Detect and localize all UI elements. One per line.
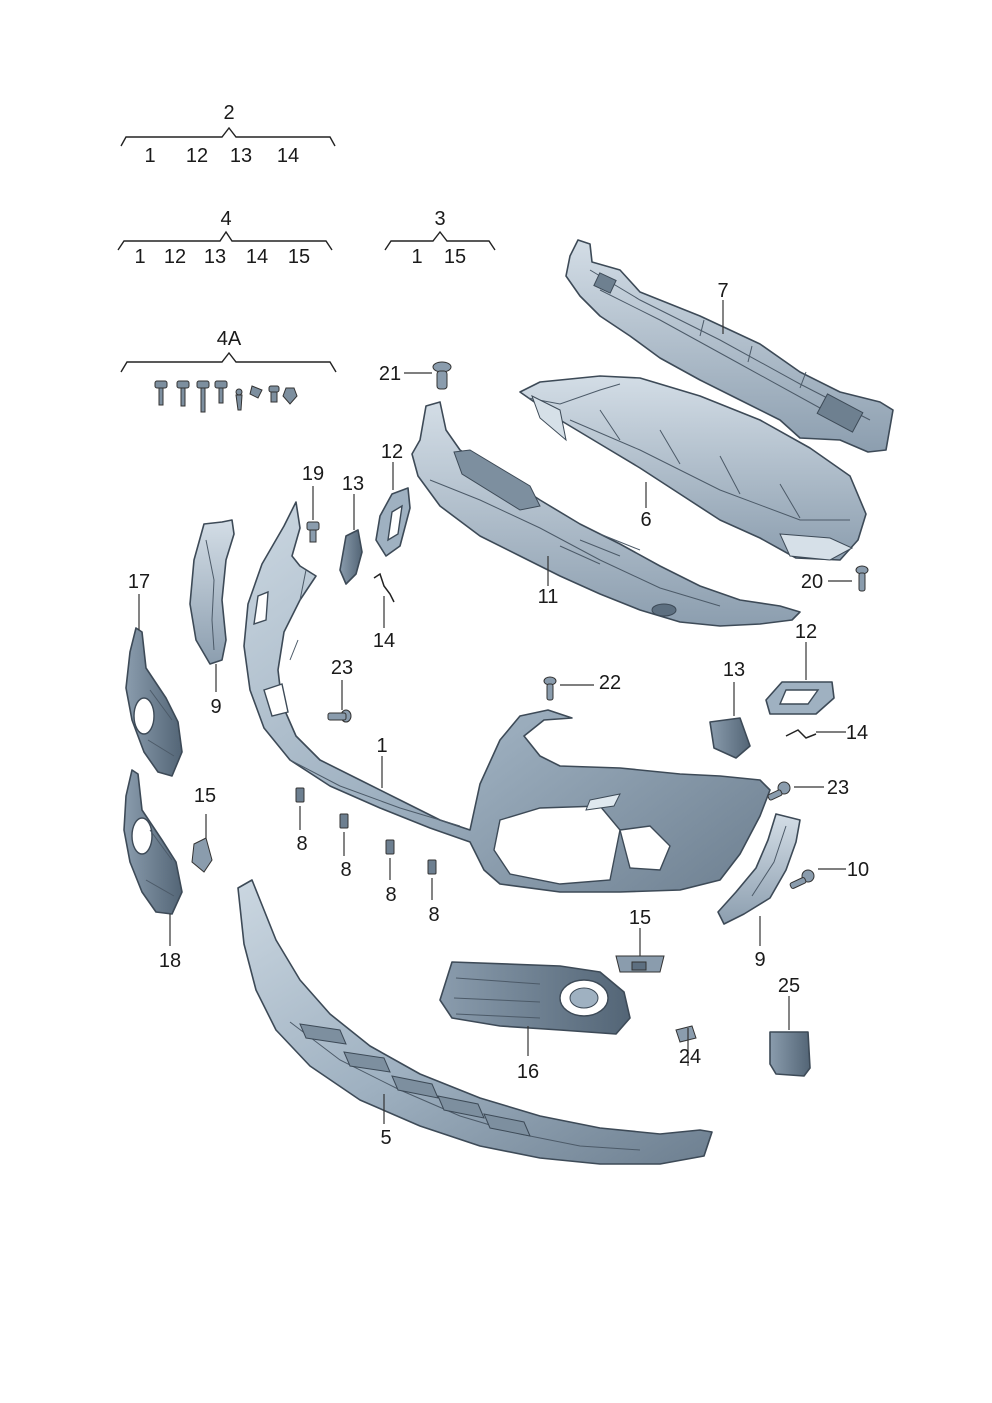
kit-group-2-brace [120,126,336,147]
part-25-pouch [769,1031,811,1077]
callout-11: 11 [538,586,559,608]
callout-6: 6 [640,509,651,531]
callout-12a: 12 [381,441,403,463]
kit-group-3-title: 3 [434,208,445,230]
callout-9a: 9 [210,696,221,718]
callout-16: 16 [517,1061,539,1083]
kit-group-2-item: 1 [144,145,155,167]
callout-18: 18 [159,950,181,972]
part-7-impact-absorber [565,239,894,453]
callout-8a: 8 [296,833,307,855]
callout-14a: 14 [373,630,395,652]
callout-13b: 13 [723,659,745,681]
kit-group-2-item: 13 [230,145,252,167]
part-12-plate-right [765,681,835,715]
callout-12b: 12 [795,621,817,643]
part-14-clip-left [373,572,395,603]
callout-10: 10 [847,859,869,881]
part-22-bolt [543,676,557,701]
part-16-fog-grille [439,961,631,1035]
kit-group-4-title: 4 [220,208,231,230]
callout-24: 24 [679,1046,701,1068]
callout-1: 1 [376,735,387,757]
callout-20: 20 [801,571,823,593]
callout-8d: 8 [428,904,439,926]
callout-23a: 23 [331,657,353,679]
part-18-grille-left-lower [123,769,183,915]
callout-19: 19 [302,463,324,485]
kit-group-4-brace [117,230,333,251]
callout-7: 7 [717,280,728,302]
part-13-cap-right [709,717,751,759]
part-10-bolt [789,869,815,889]
kit-group-4-item: 13 [204,246,226,268]
callout-15a: 15 [194,785,216,807]
callout-17: 17 [128,571,150,593]
callout-15b: 15 [629,907,651,929]
callout-21: 21 [379,363,401,385]
callout-14b: 14 [846,722,868,744]
kit-group-4: 4 1 12 13 14 15 [117,208,333,268]
kit-group-4a: 4A [120,328,337,413]
kit-group-2-item: 12 [186,145,208,167]
callout-8b: 8 [340,859,351,881]
kit-group-2-title: 2 [223,102,234,124]
callout-5: 5 [380,1127,391,1149]
part-9-bracket-right [717,813,801,925]
part-20-bolt [855,565,869,592]
part-11-upper-cover [411,401,801,627]
kit-group-4-item: 14 [246,246,268,268]
part-1-bumper-cover [243,501,771,893]
part-17-grille-left [125,627,183,777]
part-13-cap-left [339,529,363,585]
kit-group-3-brace [384,230,496,251]
callout-9b: 9 [754,949,765,971]
kit-group-4a-title: 4A [217,328,242,350]
part-15-clip-left [191,837,213,873]
kit-group-4a-brace [120,351,337,373]
part-9-bracket-left [189,519,235,665]
kit-group-2: 2 1 12 13 14 [120,102,336,167]
part-23-bolt-right [767,781,791,801]
callout-23b: 23 [827,777,849,799]
kit-group-4-item: 15 [288,246,310,268]
kit-group-4-item: 1 [134,246,145,268]
part-8-clips [295,787,437,875]
callout-13a: 13 [342,473,364,495]
kit-group-3-item: 15 [444,246,466,268]
kit-group-3-item: 1 [411,246,422,268]
callout-8c: 8 [385,884,396,906]
kit-group-2-item: 14 [277,145,299,167]
kit-group-4-item: 12 [164,246,186,268]
kit-group-3: 3 1 15 [384,208,496,268]
part-6-under-tray [519,375,867,561]
part-24-nut [675,1025,697,1043]
part-21-screw [432,361,452,390]
part-12-plate-left [375,487,411,557]
part-23-bolt-left [327,709,352,723]
callout-22: 22 [599,672,621,694]
screw-set-icon [154,380,298,413]
part-14-clip-right [785,729,817,739]
part-19-screw [306,521,320,543]
callout-25: 25 [778,975,800,997]
part-15-clip-right [615,955,665,973]
part-5-lower-spoiler [237,879,713,1165]
